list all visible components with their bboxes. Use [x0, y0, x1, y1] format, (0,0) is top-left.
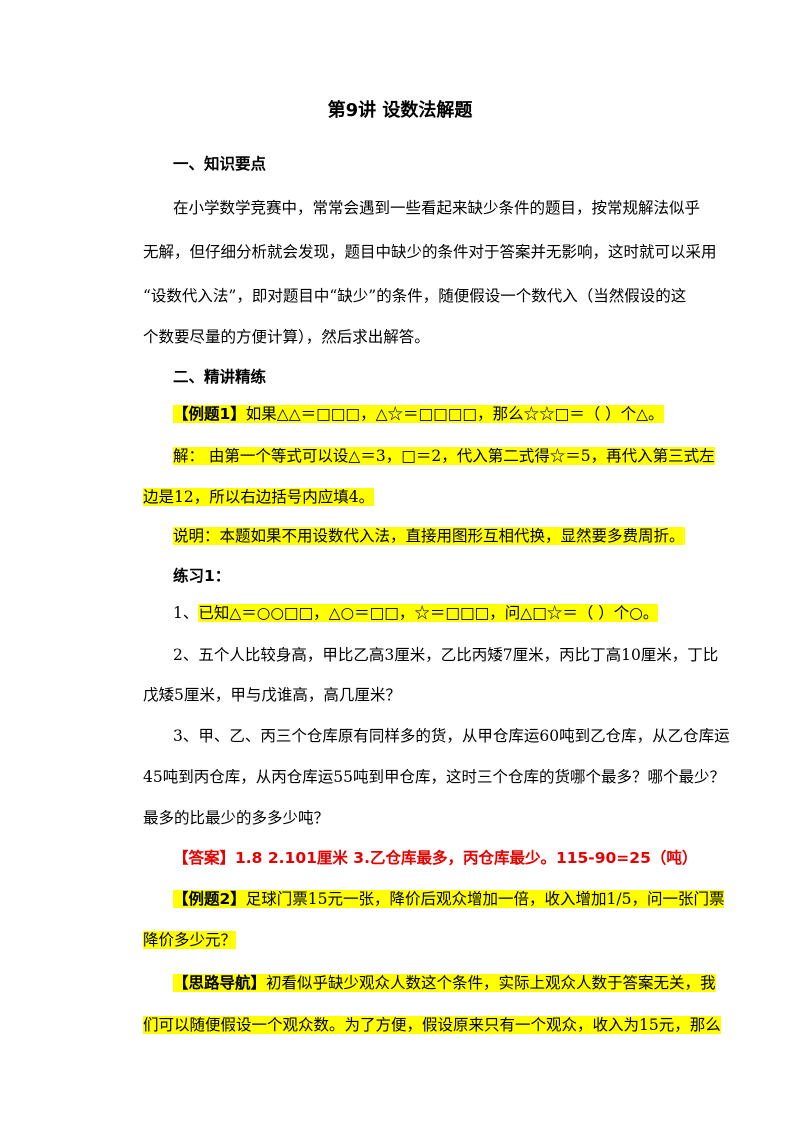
- practice-item-3-line: 最多的比最少的多多少吨？: [143, 809, 330, 827]
- example2-hint-label: 【思路导航】: [173, 974, 267, 992]
- example2-question: 【例题2】足球门票15元一张，降价后观众增加一倍，收入增加1/5，问一张门票: [173, 886, 725, 912]
- practice-heading: 练习1：: [173, 567, 231, 585]
- page-title: 第9讲 设数法解题: [327, 100, 473, 121]
- example1-note-text: 说明：本题如果不用设数代入法，直接用图形互相代换，显然要多费周折。: [173, 527, 685, 545]
- example2-hint-text: 们可以随便假设一个观众数。为了方便，假设原来只有一个观众，收入为15元，那么: [143, 1016, 721, 1034]
- practice-item-2-line: 2、五个人比较身高，甲比乙高3厘米，乙比丙矮7厘米，丙比丁高10厘米，丁比: [173, 646, 719, 664]
- practice-item-1-number: 1、: [173, 604, 199, 622]
- example1-question: 【例题1】如果△△＝□□□，△☆＝□□□□，那么☆☆□＝（ ）个△。: [173, 401, 664, 427]
- example2-label: 【例题2】: [173, 890, 246, 908]
- example1-solution: 解： 由第一个等式可以设△＝3，□＝2，代入第二式得☆＝5，再代入第三式左: [173, 443, 715, 469]
- practice-item-1: 1、已知△＝○○□□，△○＝□□，☆＝□□□，问△□☆＝（ ）个○。: [173, 600, 659, 626]
- practice-item-3-line: 3、甲、乙、丙三个仓库原有同样多的货，从甲仓库运60吨到乙仓库，从乙仓库运: [173, 727, 730, 745]
- example1-solution-line: 边是12，所以右边括号内应填4。: [143, 488, 375, 506]
- example2-hint: 【思路导航】初看似乎缺少观众人数这个条件，实际上观众人数于答案无关，我: [173, 970, 716, 996]
- example2-question-text: 足球门票15元一张，降价后观众增加一倍，收入增加1/5，问一张门票: [245, 890, 725, 908]
- example2-question-text: 降价多少元？: [143, 931, 237, 949]
- practice-item-2-line: 戊矮5厘米，甲与戊谁高，高几厘米？: [143, 686, 401, 704]
- paragraph-line: “设数代入法”，即对题目中“缺少”的条件，随便假设一个数代入（当然假设的这: [143, 287, 687, 305]
- answer-line: 【答案】1.8 2.101厘米 3.乙仓库最多，丙仓库最少。115-90=25（…: [173, 849, 698, 867]
- example1-note: 说明：本题如果不用设数代入法，直接用图形互相代换，显然要多费周折。: [173, 523, 685, 549]
- example2-question: 降价多少元？: [143, 927, 237, 953]
- section-heading-knowledge: 一、知识要点: [173, 155, 267, 173]
- example1-label: 【例题1】: [173, 405, 246, 423]
- example1-question-text: 如果△△＝□□□，△☆＝□□□□，那么☆☆□＝（ ）个△。: [245, 405, 664, 423]
- example2-hint-text: 初看似乎缺少观众人数这个条件，实际上观众人数于答案无关，我: [266, 974, 716, 992]
- example1-solution-line: 解： 由第一个等式可以设△＝3，□＝2，代入第二式得☆＝5，再代入第三式左: [173, 447, 715, 465]
- paragraph-line: 无解，但仔细分析就会发现，题目中缺少的条件对于答案并无影响，这时就可以采用: [143, 243, 717, 261]
- section-heading-practice: 二、精讲精练: [173, 368, 267, 386]
- practice-item-3-line: 45吨到丙仓库，从丙仓库运55吨到甲仓库，这时三个仓库的货哪个最多？哪个最少？: [143, 768, 725, 786]
- paragraph-line: 个数要尽量的方便计算），然后求出解答。: [143, 328, 430, 346]
- example2-hint: 们可以随便假设一个观众数。为了方便，假设原来只有一个观众，收入为15元，那么: [143, 1012, 721, 1038]
- example1-solution: 边是12，所以右边括号内应填4。: [143, 484, 375, 510]
- practice-item-1-text: 已知△＝○○□□，△○＝□□，☆＝□□□，问△□☆＝（ ）个○。: [198, 604, 659, 622]
- paragraph-line: 在小学数学竞赛中，常常会遇到一些看起来缺少条件的题目，按常规解法似乎: [173, 199, 701, 217]
